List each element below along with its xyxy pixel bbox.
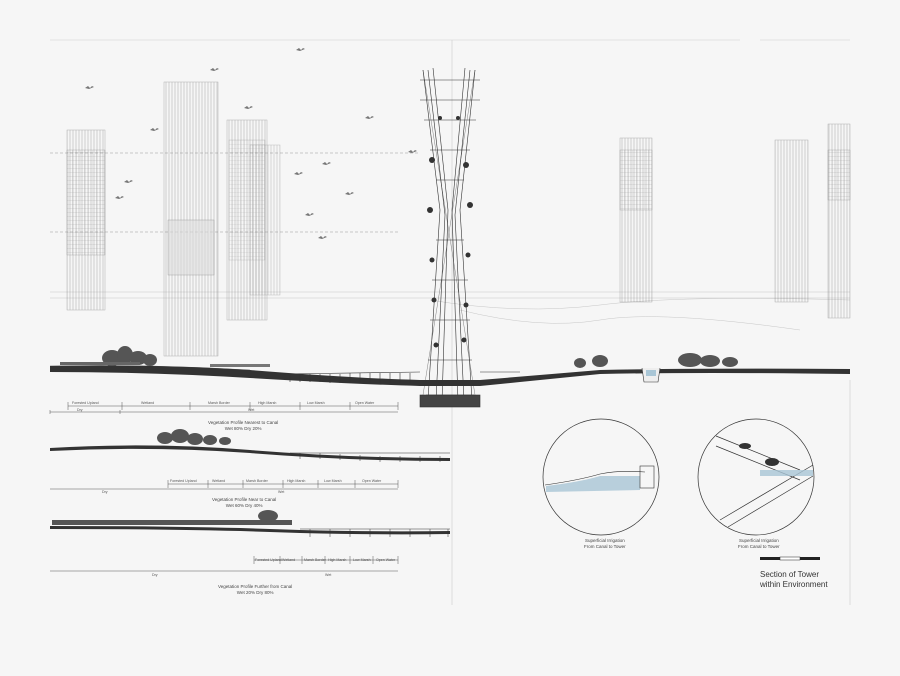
zone-axis-main — [49, 402, 399, 414]
scale-bar — [760, 556, 820, 561]
zone-label-low-marsh: Low Marsh — [307, 401, 325, 405]
vegetation — [60, 346, 738, 368]
detail-right-caption-line1: Superficial Irrigation — [738, 538, 779, 543]
p1-zone-high-marsh: High Marsh — [287, 479, 306, 483]
profile-3-caption-line2: Wet 20% Dry 80% — [236, 590, 274, 595]
p1-zone-forested-upland: Forested Upland — [170, 479, 197, 483]
zone-label-wetland: Wetland — [141, 401, 155, 405]
p3-zone-high-marsh: High Marsh — [328, 558, 347, 562]
detail-circle-left — [542, 418, 660, 536]
p3-dry-label: Dry — [152, 573, 158, 577]
background-tower-1 — [66, 129, 106, 311]
main-ground-section — [49, 365, 850, 386]
detail-left-caption-line2: From Canal to Tower — [584, 544, 626, 549]
profile-1-caption: Vegetation Profile Nearest to Canal Wet … — [208, 420, 278, 432]
background-tower-6 — [827, 123, 851, 319]
birds — [85, 48, 417, 239]
background-tower-4 — [619, 137, 653, 303]
zone-label-forested-upland: Forested Upland — [72, 401, 99, 405]
p1-wet-label: Wet — [278, 490, 285, 494]
p1-zone-low-marsh: Low Marsh — [324, 479, 342, 483]
zone-label-open-water: Open Water — [355, 401, 375, 405]
profile-1-caption-line1: Vegetation Profile Nearest to Canal — [208, 420, 279, 425]
drawing-title-line1: Section of Tower — [760, 570, 819, 579]
profile-3-caption: Vegetation Profile Further from Canal We… — [218, 584, 292, 596]
p1-zone-wetland: Wetland — [212, 479, 226, 483]
canal — [641, 367, 661, 383]
background-tower-5 — [774, 139, 809, 303]
boardwalk — [279, 371, 520, 383]
zone-label-marsh-border: Marsh Border — [208, 401, 230, 405]
drawing-title: Section of Tower within Environment — [760, 570, 828, 590]
p3-wet-label: Wet — [325, 573, 332, 577]
background-tower-3 — [226, 119, 281, 321]
profile-2-caption: Vegetation Profile Near to Canal Wet 60%… — [212, 497, 276, 509]
p3-zone-low-marsh: Low Marsh — [353, 558, 371, 562]
p3-zone-forested-upland: Forested Upland — [255, 558, 282, 562]
p3-zone-open-water: Open Water — [376, 558, 396, 562]
profile-1-caption-line2: Wet 80% Dry 20% — [224, 426, 262, 431]
background-tower-2 — [163, 81, 219, 357]
detail-left-caption-line1: Superficial Irrigation — [584, 538, 625, 543]
zone-label-high-marsh: High Marsh — [258, 401, 277, 405]
wet-label: Wet — [248, 408, 255, 412]
detail-circle-right — [697, 418, 815, 536]
profile-1-section — [50, 429, 450, 490]
profile-2-caption-line2: Wet 60% Dry 40% — [225, 503, 263, 508]
dry-label: Dry — [77, 408, 83, 412]
detail-right-caption: Superficial Irrigation From Canal to Tow… — [738, 538, 780, 550]
p1-zone-open-water: Open Water — [362, 479, 382, 483]
detail-right-caption-line2: From Canal to Tower — [738, 544, 780, 549]
profile-3-caption-line1: Vegetation Profile Further from Canal — [218, 584, 293, 589]
p3-zone-marsh-border: Marsh Border — [304, 558, 326, 562]
frame-lines — [50, 39, 851, 605]
detail-left-caption: Superficial Irrigation From Canal to Tow… — [584, 538, 626, 550]
profile-2-section — [50, 510, 450, 572]
main-tower — [419, 67, 481, 408]
p3-zone-wetland: Wetland — [282, 558, 296, 562]
profile-2-caption-line1: Vegetation Profile Near to Canal — [212, 497, 277, 502]
p1-dry-label: Dry — [102, 490, 108, 494]
p1-zone-marsh-border: Marsh Border — [246, 479, 268, 483]
drawing-title-line2: within Environment — [760, 580, 828, 589]
